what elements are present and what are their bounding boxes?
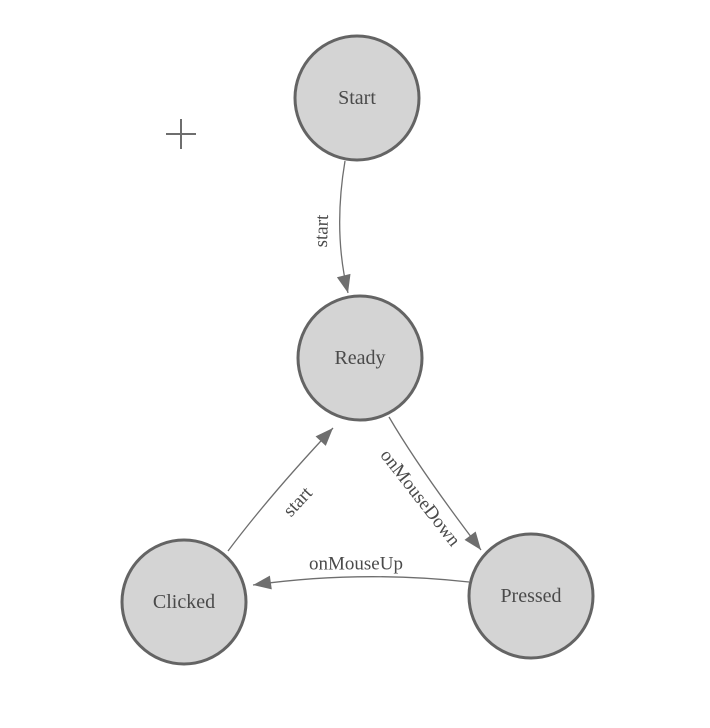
edge-label-start-to-ready: start	[311, 214, 333, 248]
node-clicked[interactable]: Clicked	[120, 538, 248, 666]
edge-clicked-to-ready[interactable]: start	[227, 427, 334, 552]
node-pressed[interactable]: Pressed	[467, 532, 595, 660]
edge-label-clicked-to-ready: start	[279, 482, 317, 521]
edge-start-to-ready[interactable]: start	[311, 160, 351, 294]
node-start[interactable]: Start	[293, 34, 421, 162]
edge-ready-to-pressed[interactable]: onMouseDown	[376, 416, 482, 551]
edge-pressed-to-clicked[interactable]: onMouseUp	[252, 554, 470, 590]
edge-label-pressed-to-clicked: onMouseUp	[309, 554, 403, 575]
node-ready[interactable]: Ready	[296, 294, 424, 422]
edge-label-ready-to-pressed: onMouseDown	[376, 445, 465, 551]
plus-crosshair-icon	[166, 119, 196, 149]
